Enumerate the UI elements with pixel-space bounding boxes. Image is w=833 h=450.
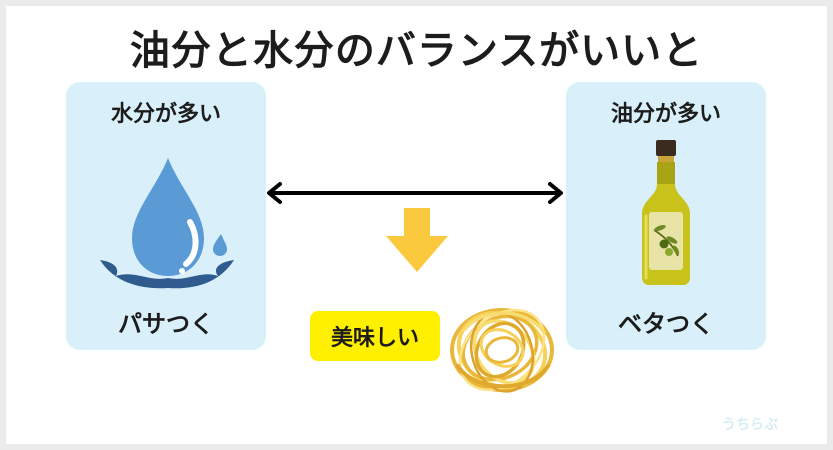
olive-oil-bottle-icon — [642, 140, 690, 285]
oil-panel-heading: 油分が多い — [610, 102, 721, 127]
page-title: 油分と水分のバランスがいいと — [129, 28, 704, 74]
water-drop-icon — [100, 158, 234, 289]
oil-panel-caption: ベタつく — [618, 310, 714, 338]
result-badge: 美味しい — [310, 311, 440, 361]
oil-panel: 油分が多い ベタつく — [566, 82, 766, 350]
double-arrow-icon — [267, 182, 563, 204]
pasta-nest-icon — [450, 308, 554, 393]
down-arrow-icon — [386, 208, 448, 272]
watermark: うちらぶ — [722, 417, 778, 433]
water-panel-caption: パサつく — [118, 310, 214, 338]
water-panel-heading: 水分が多い — [110, 102, 221, 127]
result-label: 美味しい — [330, 326, 419, 351]
water-panel: 水分が多い パサつく — [66, 82, 266, 350]
